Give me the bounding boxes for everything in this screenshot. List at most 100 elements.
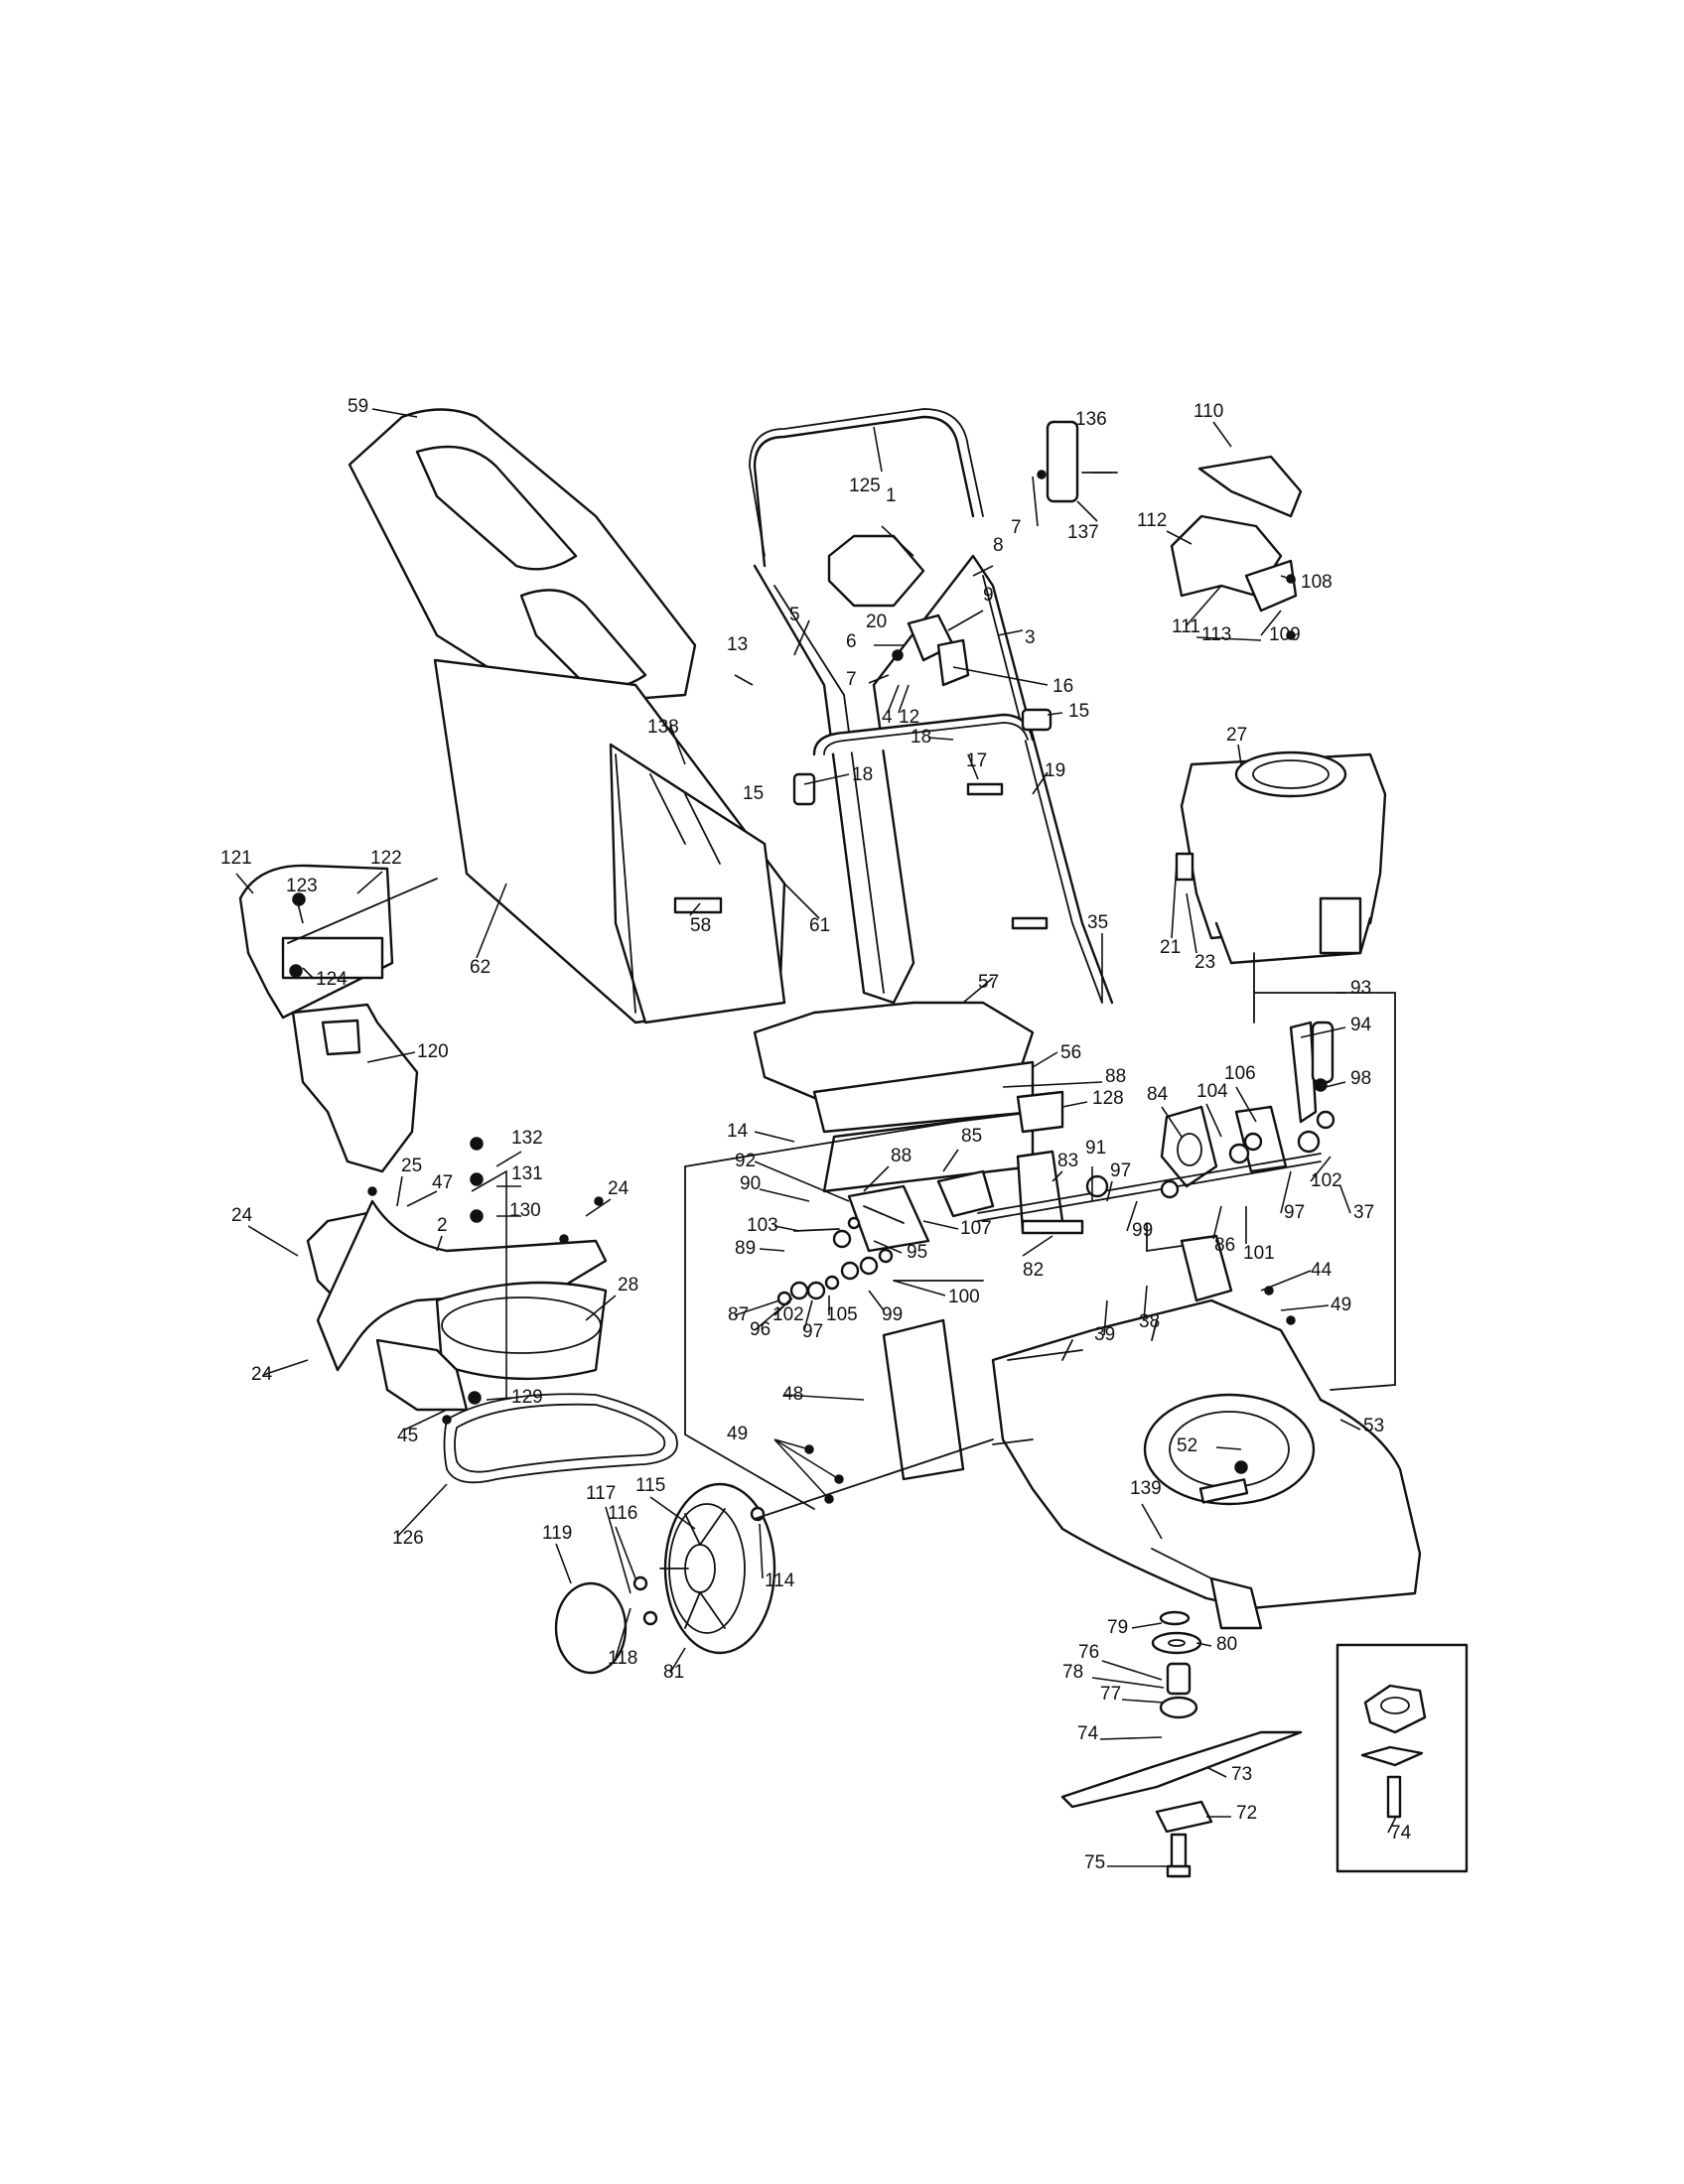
callout-14: 14	[727, 1121, 749, 1142]
callout-28: 28	[618, 1275, 638, 1296]
callout-25: 25	[401, 1156, 422, 1176]
callout-82: 82	[1023, 1260, 1044, 1281]
callout-125: 125	[849, 476, 881, 496]
callout-83: 83	[1057, 1151, 1078, 1171]
callout-20: 20	[866, 612, 887, 632]
callout-97b: 97	[1284, 1202, 1305, 1223]
callout-113: 113	[1201, 624, 1231, 645]
callout-139: 139	[1130, 1478, 1162, 1499]
callout-130: 130	[509, 1200, 541, 1221]
callout-19: 19	[1045, 760, 1065, 781]
callout-98: 98	[1350, 1068, 1371, 1089]
callout-129: 129	[511, 1387, 543, 1408]
callout-89: 89	[735, 1238, 756, 1259]
latch-assembly	[1170, 455, 1303, 613]
callout-137: 137	[1067, 522, 1099, 543]
callout-124: 124	[316, 969, 348, 990]
callout-58: 58	[690, 915, 711, 936]
callout-73: 73	[1231, 1764, 1252, 1785]
callout-45: 45	[397, 1426, 418, 1446]
callout-116: 116	[608, 1503, 637, 1524]
callout-119: 119	[542, 1523, 572, 1544]
height-adjuster-parts	[776, 1021, 1335, 1306]
callout-18a: 18	[911, 727, 931, 748]
callout-103: 103	[747, 1215, 778, 1236]
callout-labels: 1 2 3 4 5 6 7 7 8 9 12 13 14 15 15 16 17…	[220, 396, 1412, 1873]
callout-61: 61	[809, 915, 830, 936]
callout-56: 56	[1060, 1042, 1081, 1063]
callout-101: 101	[1243, 1243, 1275, 1264]
callout-115: 115	[635, 1475, 665, 1496]
callout-92: 92	[735, 1151, 756, 1171]
callout-99a: 99	[1132, 1220, 1153, 1241]
callout-7a: 7	[1011, 517, 1022, 538]
callout-120: 120	[417, 1041, 449, 1062]
callout-15b: 15	[743, 783, 764, 804]
callout-102b: 102	[772, 1304, 804, 1325]
callout-62: 62	[470, 957, 491, 978]
callout-1: 1	[886, 485, 897, 506]
mulch-attachment	[238, 864, 438, 1173]
callout-3: 3	[1025, 627, 1036, 648]
grass-bag-assembly	[348, 408, 786, 1024]
mower-deck	[882, 1234, 1422, 1630]
engine	[1175, 751, 1387, 965]
callout-77: 77	[1100, 1684, 1121, 1705]
callout-128: 128	[1092, 1088, 1124, 1109]
callout-114: 114	[765, 1570, 795, 1591]
callout-84: 84	[1147, 1084, 1169, 1105]
callout-136: 136	[1075, 409, 1107, 430]
callout-16: 16	[1052, 676, 1073, 697]
callout-21: 21	[1160, 937, 1181, 958]
callout-75: 75	[1084, 1852, 1105, 1873]
callout-108: 108	[1301, 572, 1333, 593]
callout-72: 72	[1236, 1803, 1257, 1824]
callout-94: 94	[1350, 1015, 1372, 1035]
callout-76: 76	[1078, 1642, 1099, 1663]
callout-81: 81	[663, 1662, 684, 1683]
callout-17: 17	[966, 751, 987, 771]
callout-97a: 97	[1110, 1160, 1131, 1181]
callout-85: 85	[961, 1126, 982, 1147]
drive-belt	[443, 1393, 678, 1484]
callout-6: 6	[846, 631, 857, 652]
leader-lines	[235, 408, 1397, 1867]
callout-24c: 24	[251, 1364, 273, 1385]
callout-15a: 15	[1068, 701, 1089, 722]
callout-99b: 99	[882, 1304, 903, 1325]
rear-door-assembly	[306, 1199, 608, 1412]
callout-121: 121	[220, 848, 252, 869]
callout-48: 48	[782, 1384, 803, 1405]
callout-8: 8	[993, 535, 1004, 556]
callout-37: 37	[1353, 1202, 1374, 1223]
callout-27: 27	[1226, 725, 1247, 746]
callout-49b: 49	[727, 1424, 748, 1444]
callout-131: 131	[511, 1163, 543, 1184]
callout-93: 93	[1350, 978, 1371, 999]
callout-118: 118	[608, 1648, 637, 1669]
callout-47: 47	[432, 1172, 453, 1193]
callout-88a: 88	[1105, 1066, 1126, 1087]
blade-assembly	[1060, 1610, 1303, 1878]
callout-23: 23	[1194, 952, 1215, 973]
callout-79: 79	[1107, 1617, 1128, 1638]
callout-24b: 24	[608, 1178, 630, 1199]
callout-7b: 7	[846, 669, 857, 690]
callout-5: 5	[789, 605, 800, 625]
callout-104: 104	[1196, 1081, 1228, 1102]
callout-49a: 49	[1331, 1295, 1351, 1315]
callout-88b: 88	[891, 1146, 912, 1166]
callout-132: 132	[511, 1128, 543, 1149]
hardware-dots	[289, 470, 1328, 1504]
callout-105: 105	[826, 1304, 858, 1325]
callout-74a: 74	[1077, 1723, 1099, 1744]
callout-106: 106	[1224, 1063, 1256, 1084]
callout-123: 123	[286, 876, 318, 896]
callout-95: 95	[907, 1242, 927, 1263]
callout-9: 9	[983, 585, 994, 606]
callout-59: 59	[348, 396, 368, 417]
callout-13: 13	[727, 634, 748, 655]
callout-12: 12	[899, 707, 919, 728]
callout-112: 112	[1137, 510, 1167, 531]
callout-18b: 18	[852, 764, 873, 785]
